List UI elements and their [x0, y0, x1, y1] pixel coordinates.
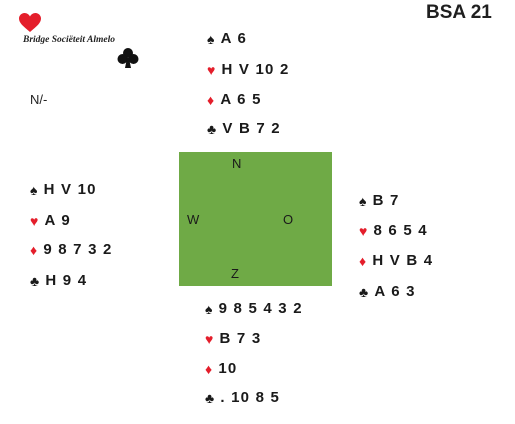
compass-west: W [187, 212, 200, 227]
west-clubs: H 9 4 [45, 272, 88, 289]
diamond-icon: ♦ [359, 252, 368, 269]
south-diamonds-row: ♦ 10 [205, 360, 237, 377]
west-spades: H V 10 [43, 181, 97, 198]
east-spades-row: ♠ B 7 [359, 192, 400, 209]
compass-north: N [232, 156, 242, 171]
spade-icon: ♠ [359, 192, 368, 209]
spade-icon: ♠ [30, 181, 39, 198]
heart-icon: ♥ [30, 212, 40, 229]
club-icon: ♣ [207, 120, 218, 137]
north-hearts-row: ♥ H V 10 2 [207, 61, 289, 78]
diamond-icon: ♦ [30, 241, 39, 258]
west-clubs-row: ♣ H 9 4 [30, 272, 87, 289]
west-hearts-row: ♥ A 9 [30, 212, 71, 229]
heart-icon: ♥ [205, 330, 215, 347]
south-diamonds: 10 [218, 360, 238, 377]
west-diamonds: 9 8 7 3 2 [43, 241, 113, 258]
club-icon: ♣ [205, 389, 216, 406]
south-hearts: B 7 3 [219, 330, 262, 347]
diamond-icon: ♦ [207, 91, 216, 108]
east-clubs: A 6 3 [374, 283, 416, 300]
logo-heart-icon [19, 13, 41, 32]
north-clubs-row: ♣ V B 7 2 [207, 120, 281, 137]
logo-club-icon [117, 48, 139, 68]
east-diamonds: H V B 4 [372, 252, 434, 269]
north-hearts: H V 10 2 [221, 61, 290, 78]
east-spades: B 7 [372, 192, 400, 209]
north-diamonds-row: ♦ A 6 5 [207, 91, 262, 108]
west-diamonds-row: ♦ 9 8 7 3 2 [30, 241, 113, 258]
board-number: BSA 21 [426, 2, 492, 23]
spade-icon: ♠ [205, 300, 214, 317]
spade-icon: ♠ [207, 30, 216, 47]
compass-east: O [283, 212, 294, 227]
north-diamonds: A 6 5 [220, 91, 262, 108]
compass-south: Z [231, 266, 239, 281]
north-spades: A 6 [220, 30, 248, 47]
logo-text: Bridge Sociëteit Almelo [23, 35, 115, 45]
heart-icon: ♥ [207, 61, 217, 78]
bridge-table [179, 152, 332, 286]
club-icon: ♣ [359, 283, 370, 300]
east-hearts-row: ♥ 8 6 5 4 [359, 222, 428, 239]
heart-icon: ♥ [359, 222, 369, 239]
north-clubs: V B 7 2 [222, 120, 281, 137]
south-spades: 9 8 5 4 3 2 [218, 300, 303, 317]
south-spades-row: ♠ 9 8 5 4 3 2 [205, 300, 303, 317]
south-hearts-row: ♥ B 7 3 [205, 330, 261, 347]
diamond-icon: ♦ [205, 360, 214, 377]
north-spades-row: ♠ A 6 [207, 30, 247, 47]
east-diamonds-row: ♦ H V B 4 [359, 252, 433, 269]
south-clubs: . 10 8 5 [220, 389, 281, 406]
west-spades-row: ♠ H V 10 [30, 181, 97, 198]
club-icon: ♣ [30, 272, 41, 289]
south-clubs-row: ♣ . 10 8 5 [205, 389, 280, 406]
east-hearts: 8 6 5 4 [373, 222, 428, 239]
vulnerability-label: N/- [30, 92, 48, 107]
west-hearts: A 9 [44, 212, 71, 229]
east-clubs-row: ♣ A 6 3 [359, 283, 416, 300]
